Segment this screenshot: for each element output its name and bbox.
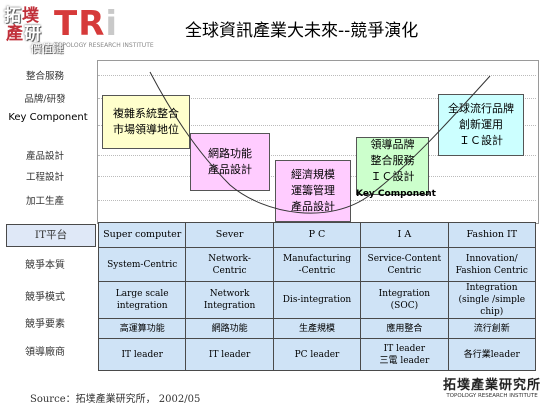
table-cell: PC leader — [272, 338, 362, 371]
label-leading-vendor: 領導廠商 — [25, 347, 65, 358]
table-cell: Integration(SOC) — [360, 281, 449, 319]
table-cell: 網路功能 — [185, 318, 274, 339]
stage-box-server: 網路功能產品設計 — [190, 133, 270, 191]
label-competition-nature: 競爭本質 — [25, 260, 65, 271]
footer-logo: 拓墣產業研究所 TOPOLOGY RESEARCH INSTITUTE — [438, 374, 546, 408]
table-cell: IT leader — [97, 338, 187, 371]
header-cell: Super computer — [97, 222, 187, 248]
label-product-design: 產品設計 — [25, 151, 64, 162]
header-cell: I A — [360, 222, 449, 248]
table-cell: 高運算功能 — [97, 318, 187, 339]
table-cell: System-Centric — [97, 247, 187, 282]
table-row-nature: System-Centric Network-Centric Manufactu… — [97, 247, 537, 282]
table-cell: Manufacturing-Centric — [272, 247, 362, 282]
table-cell: 各行業leader — [447, 338, 537, 371]
header-cell: Fashion IT — [447, 222, 537, 248]
comparison-table: Super computer Sever P C I A Fashion IT … — [97, 222, 537, 371]
key-component-tag: Key Component — [356, 189, 436, 199]
table-header-row: Super computer Sever P C I A Fashion IT — [97, 222, 537, 248]
logo-char: 產 — [6, 24, 23, 44]
header-cell: Sever — [185, 222, 274, 248]
it-platform-label: IT平台 — [6, 224, 96, 247]
table-row-factor: 高運算功能 網路功能 生產規模 應用整合 流行創新 — [97, 318, 537, 339]
label-competition-factor: 競爭要素 — [25, 319, 65, 330]
table-cell: Network-Centric — [185, 247, 274, 282]
guide-line — [98, 75, 536, 76]
logo-char: 拓 — [4, 6, 21, 26]
table-cell: Innovation/Fashion Centric — [447, 247, 537, 282]
label-brand-rd: 品牌/研發 — [24, 94, 66, 105]
page-title: 全球資訊產業大未來--競爭演化 — [185, 21, 419, 41]
header-cell: P C — [272, 222, 362, 248]
table-cell: 流行創新 — [447, 318, 537, 339]
label-key-component: Key Component — [8, 112, 88, 123]
label-competition-model: 競爭模式 — [25, 292, 65, 303]
stage-box-super-computer: 複雜系統整合市場領導地位 — [102, 95, 190, 149]
logo-char: 研 — [24, 24, 41, 44]
table-cell: Integration(single /simple chip) — [447, 281, 537, 319]
logo-wordmark: TRi — [54, 4, 119, 44]
logo-char: 墣 — [22, 6, 39, 26]
label-manufacturing: 加工生產 — [25, 196, 64, 207]
source-note: Source：拓墣產業研究所， 2002/05 — [30, 394, 201, 405]
footer-logo-text: 拓墣產業研究所 — [442, 378, 541, 393]
label-engineering-design: 工程設計 — [25, 172, 64, 183]
tri-logo: 拓 墣 產 研 TRi TOPOLOGY RESEARCH INSTITUTE — [4, 4, 154, 56]
table-cell: 生產規模 — [272, 318, 362, 339]
label-integration-service: 整合服務 — [25, 71, 64, 82]
table-cell: IT leader — [185, 338, 274, 371]
logo-subtitle: TOPOLOGY RESEARCH INSTITUTE — [54, 42, 154, 49]
table-cell: 應用整合 — [360, 318, 449, 339]
footer-logo-subtitle: TOPOLOGY RESEARCH INSTITUTE — [446, 393, 538, 399]
value-chain-label: 價值鏈 — [30, 42, 64, 55]
stage-box-pc: 經濟規模運籌管理產品設計 — [275, 160, 351, 222]
table-cell: Dis-integration — [272, 281, 362, 319]
